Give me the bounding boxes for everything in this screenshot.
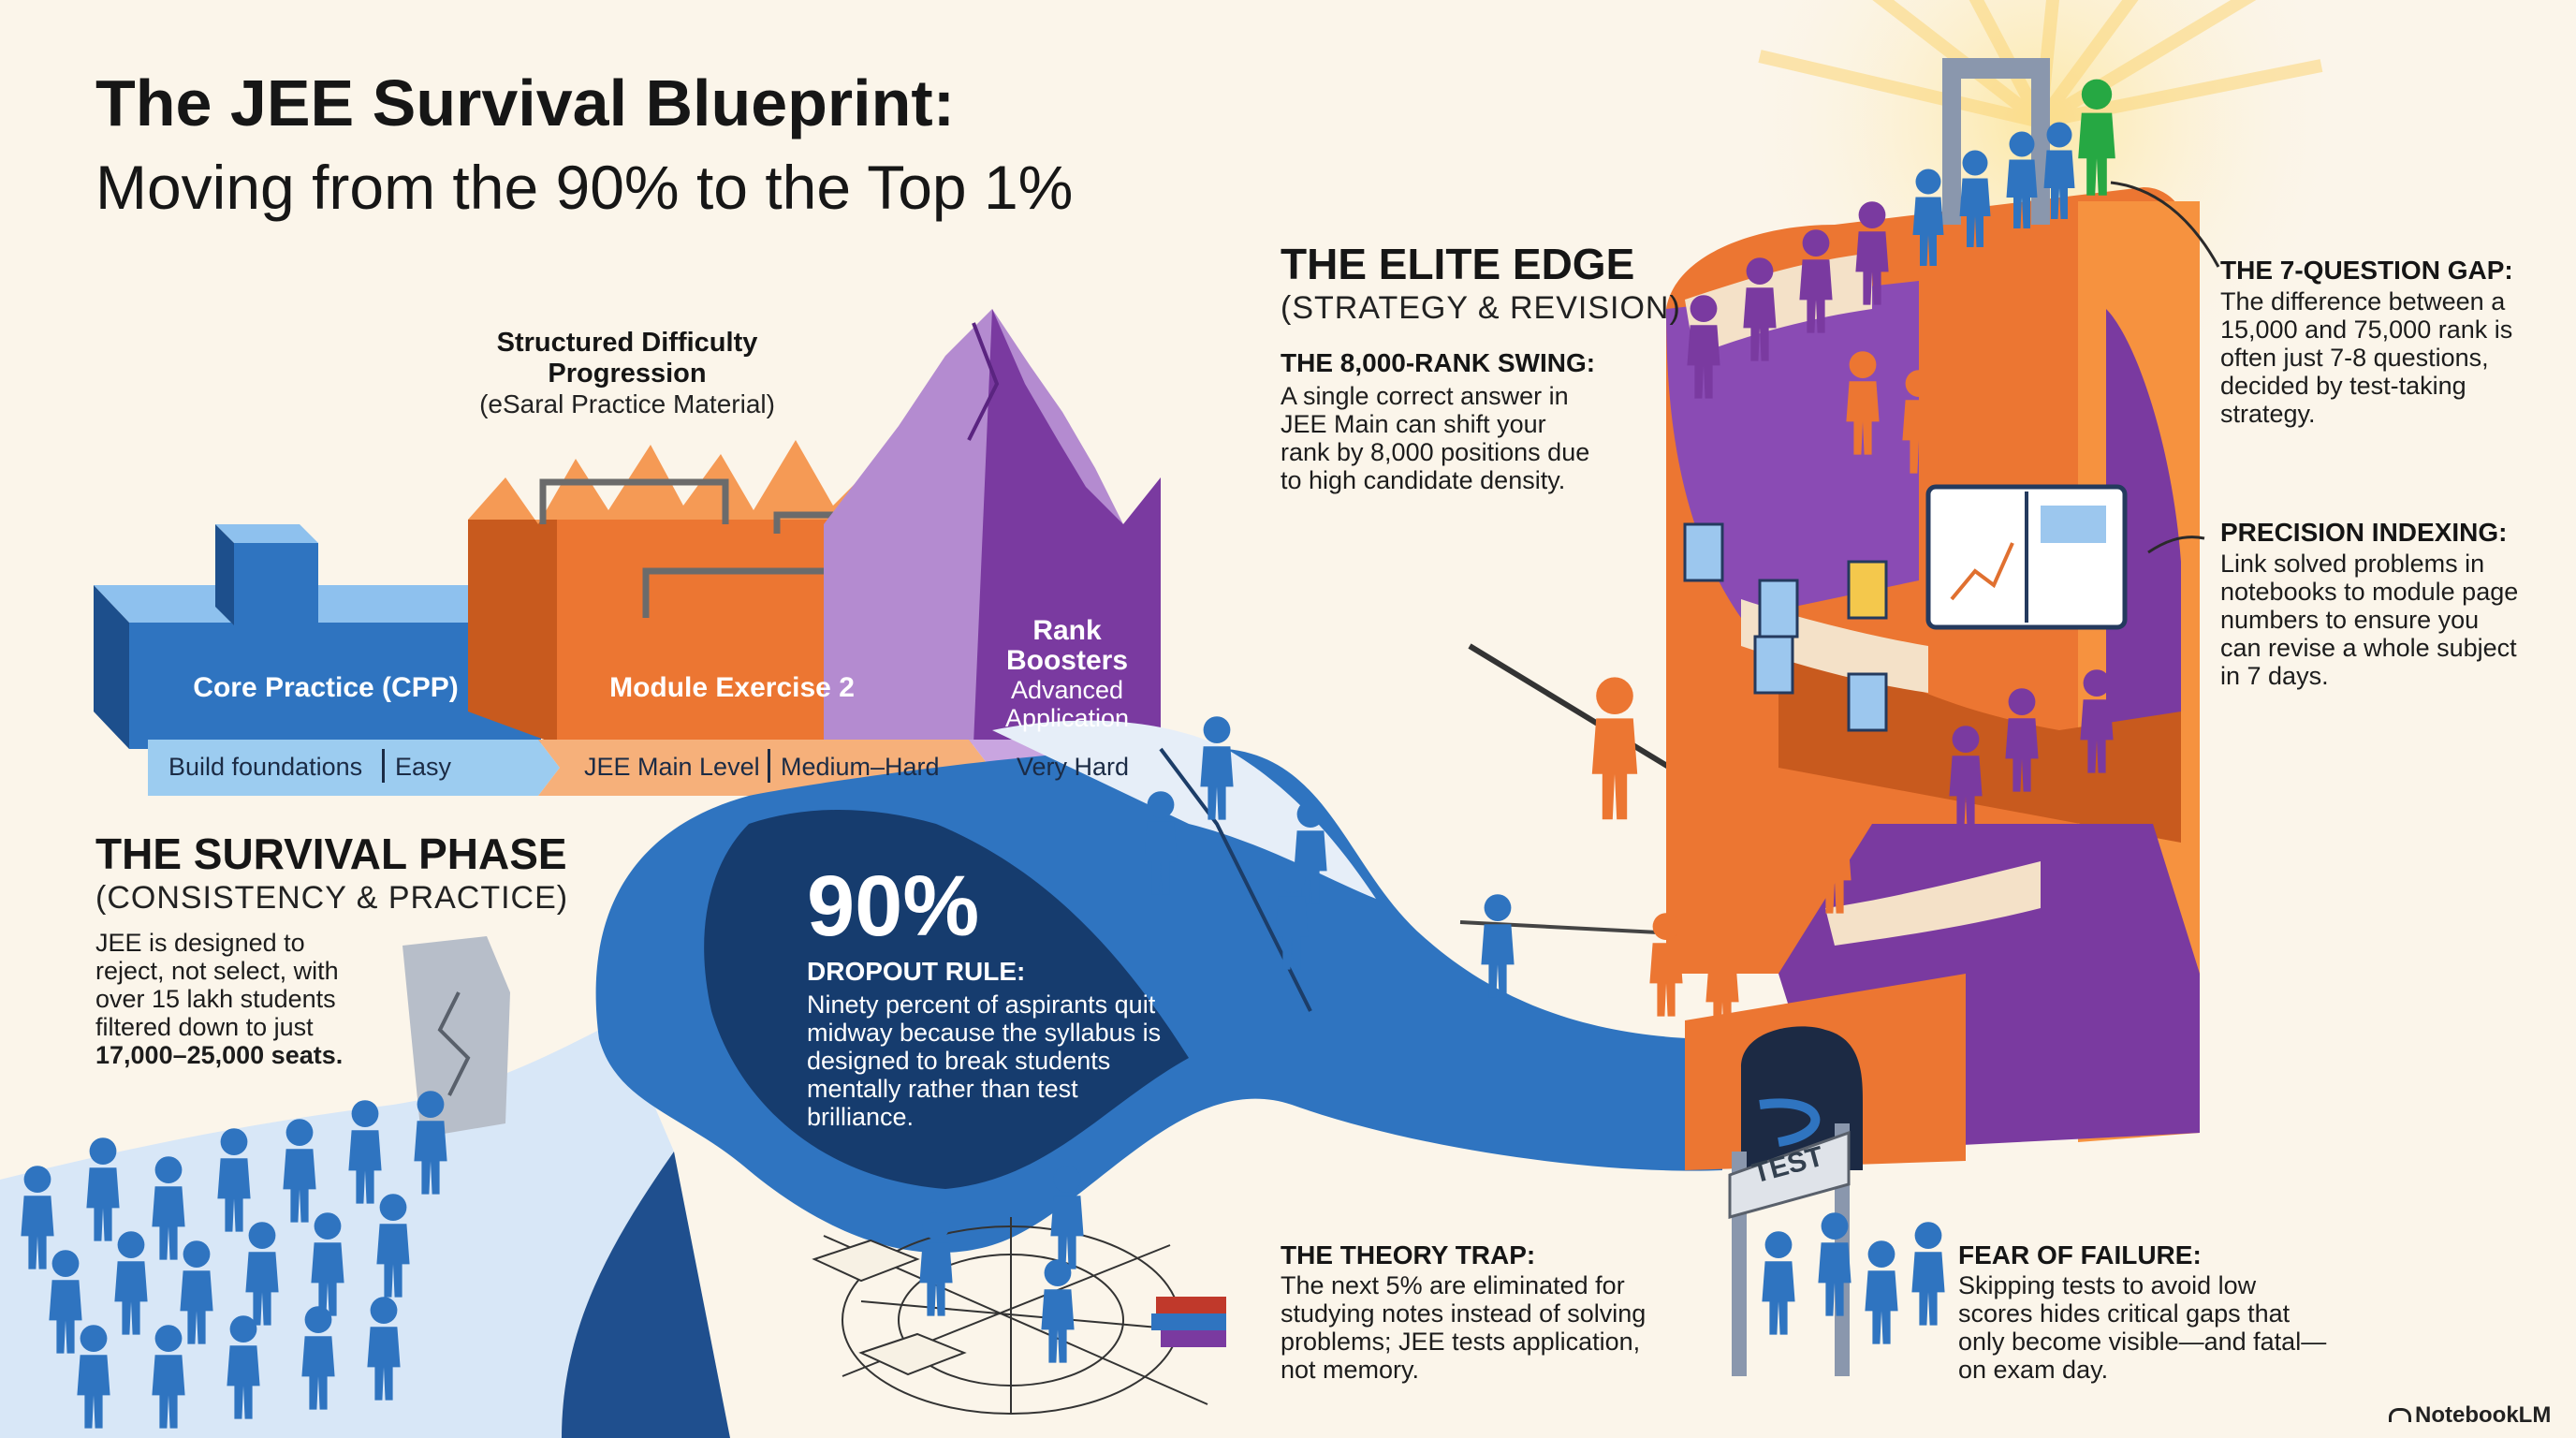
books — [812, 1239, 1226, 1376]
callout-arrows — [2110, 181, 2220, 554]
elite-subheading: (STRATEGY & REVISION) — [1281, 290, 1681, 326]
gap-body: The difference between a 15,000 and 75,0… — [2220, 287, 2513, 428]
tier-rank-name: Rank Boosters — [1005, 615, 1129, 676]
title-line2: Moving from the 90% to the Top 1% — [95, 153, 1074, 222]
dropout-stat: 90% — [807, 858, 980, 954]
fear-body: Skipping tests to avoid low scores hides… — [1958, 1271, 2327, 1384]
tier-core-name: Core Practice (CPP) — [193, 672, 459, 703]
tier-core-difficulty: Easy — [395, 753, 452, 781]
indexing-body: Link solved problems in notebooks to mod… — [2220, 550, 2519, 690]
difficulty-subheading: (eSaral Practice Material) — [479, 389, 775, 418]
theory-body: The next 5% are eliminated for studying … — [1281, 1271, 1647, 1384]
tier-divider — [768, 749, 770, 783]
dropout-body: Ninety percent of aspirants quit midway … — [807, 990, 1162, 1131]
gap-label: THE 7-QUESTION GAP: — [2220, 256, 2513, 285]
survival-heading: THE SURVIVAL PHASE — [95, 829, 567, 878]
tier-divider — [382, 749, 385, 783]
brand-icon — [2389, 1408, 2411, 1422]
brand-logo: NotebookLM — [2389, 1402, 2551, 1429]
brand-name: NotebookLM — [2415, 1402, 2552, 1428]
rank-swing-label: THE 8,000-RANK SWING: — [1281, 348, 1596, 377]
core-practice-step — [94, 524, 541, 749]
theory-label: THE THEORY TRAP: — [1281, 1240, 1536, 1269]
rank-boosters-mountain — [824, 309, 1161, 744]
difficulty-header: Structured Difficulty Progression (eSara… — [440, 328, 814, 419]
notebook-board — [1683, 484, 2128, 732]
blue-road — [595, 720, 1722, 1254]
dropout-label: DROPOUT RULE: — [807, 957, 1026, 986]
tier-rank-difficulty: Very Hard — [1017, 753, 1130, 781]
module-exercise-step — [468, 440, 899, 744]
survival-body-text: JEE is designed to reject, not select, w… — [95, 929, 339, 1041]
difficulty-heading: Structured Difficulty Progression — [496, 328, 758, 389]
tier-module-name: Module Exercise 2 — [609, 672, 855, 703]
survival-body: JEE is designed to reject, not select, w… — [95, 929, 376, 1069]
test-crowd — [1762, 1212, 1945, 1344]
tier-module-level: JEE Main Level — [584, 753, 760, 781]
fear-label: FEAR OF FAILURE: — [1958, 1240, 2202, 1269]
elite-heading: THE ELITE EDGE — [1281, 240, 1635, 288]
tier-module-difficulty: Medium–Hard — [781, 753, 940, 781]
tier-core-level: Build foundations — [168, 753, 363, 781]
indexing-label: PRECISION INDEXING: — [2220, 518, 2508, 547]
survival-subheading: (CONSISTENCY & PRACTICE) — [95, 880, 569, 916]
survival-seats: 17,000–25,000 seats. — [95, 1041, 344, 1069]
title-line1: The JEE Survival Blueprint: — [95, 66, 955, 139]
tier-rank-sub: Advanced Application — [1004, 676, 1130, 732]
rank-swing-body: A single correct answer in JEE Main can … — [1281, 382, 1590, 494]
